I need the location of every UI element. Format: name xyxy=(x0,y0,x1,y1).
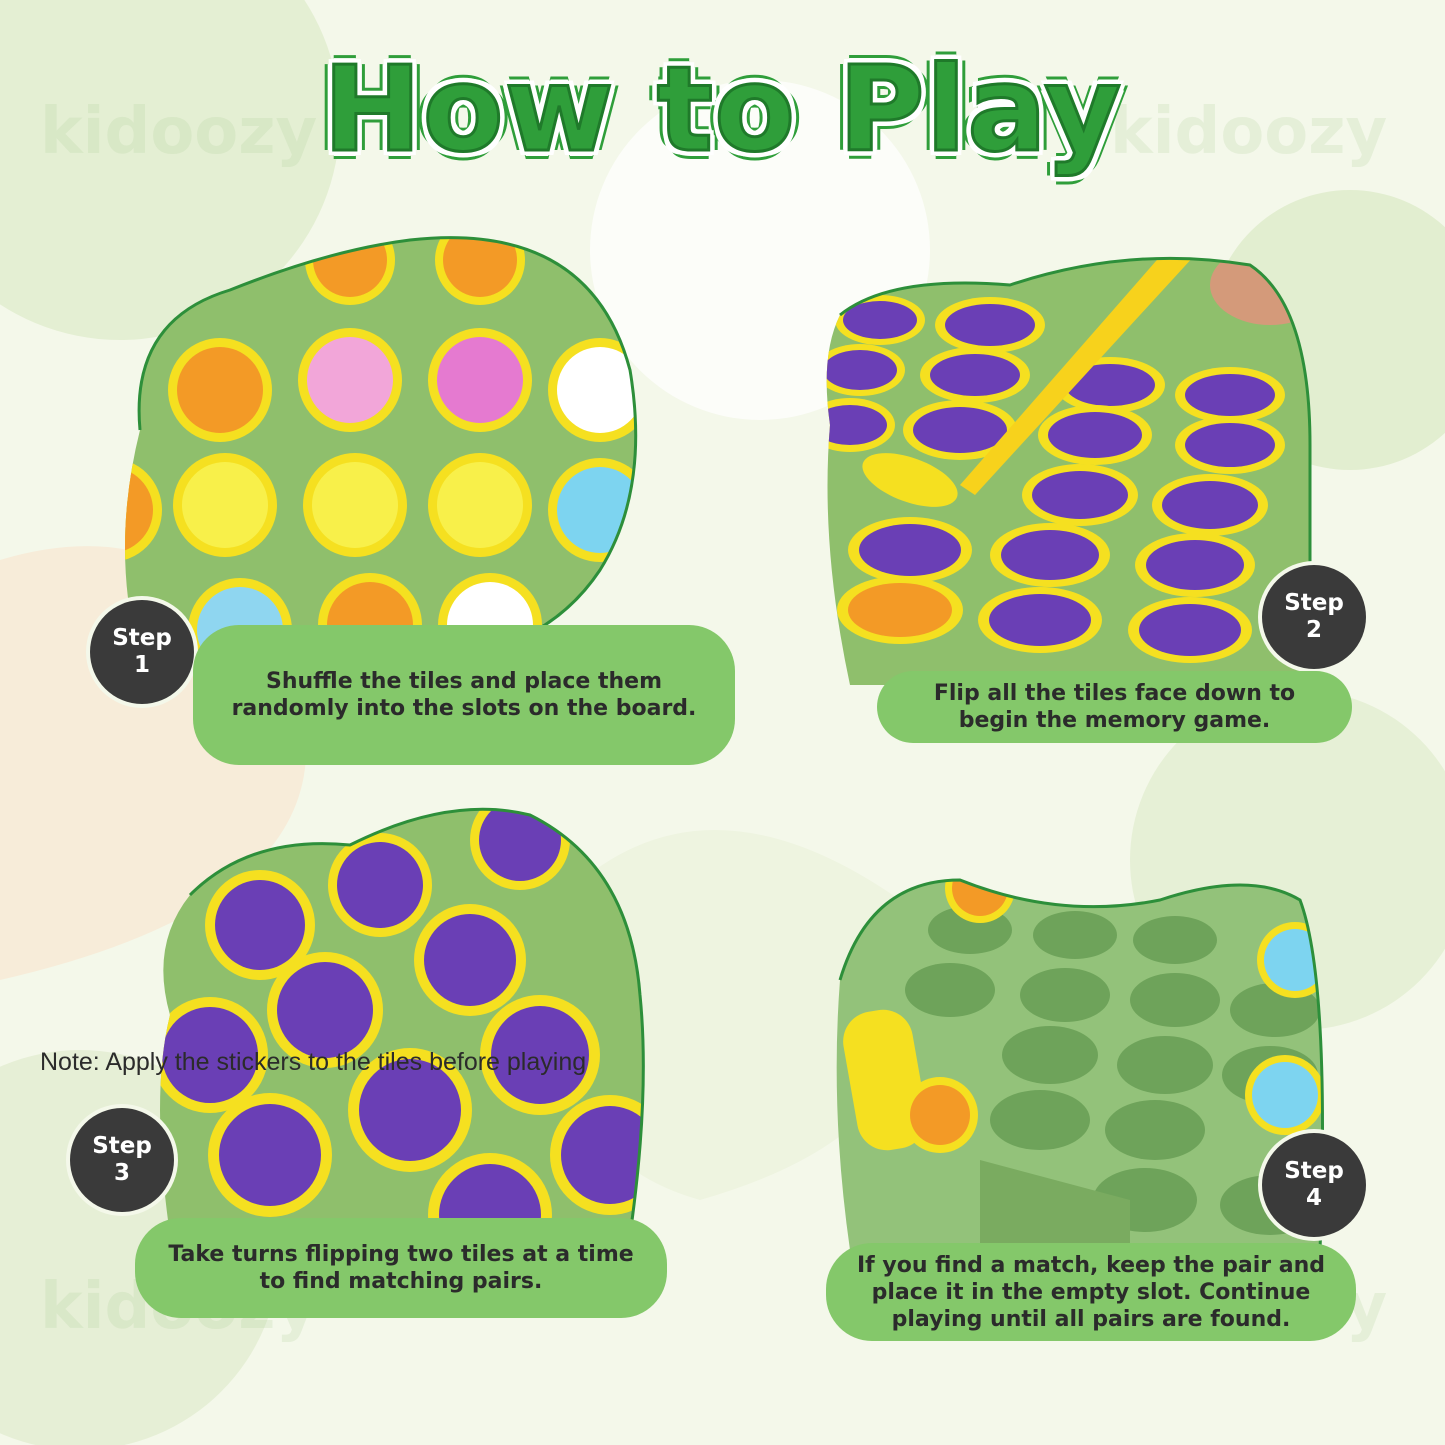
board-image-step-1 xyxy=(125,236,638,662)
step-badge-2: Step 2 xyxy=(1262,565,1366,669)
note-text: Note: Apply the stickers to the tiles be… xyxy=(40,1048,587,1076)
step-badge-1: Step 1 xyxy=(90,600,194,704)
watermark: kidoozy xyxy=(1110,95,1388,169)
step-caption-3: Take turns flipping two tiles at a time … xyxy=(135,1218,667,1318)
watermark: kidoozy xyxy=(40,95,318,169)
board-image-step-4 xyxy=(836,878,1324,1250)
step-caption-1: Shuffle the tiles and place them randoml… xyxy=(193,625,735,765)
step-caption-2: Flip all the tiles face down to begin th… xyxy=(877,671,1352,743)
step-badge-3: Step 3 xyxy=(70,1108,174,1212)
step-badge-4: Step 4 xyxy=(1262,1133,1366,1237)
board-image-step-2 xyxy=(826,256,1312,685)
board-image-step-3 xyxy=(160,807,645,1235)
step-caption-4: If you find a match, keep the pair and p… xyxy=(826,1243,1356,1341)
page-title: How to Play xyxy=(321,39,1123,180)
